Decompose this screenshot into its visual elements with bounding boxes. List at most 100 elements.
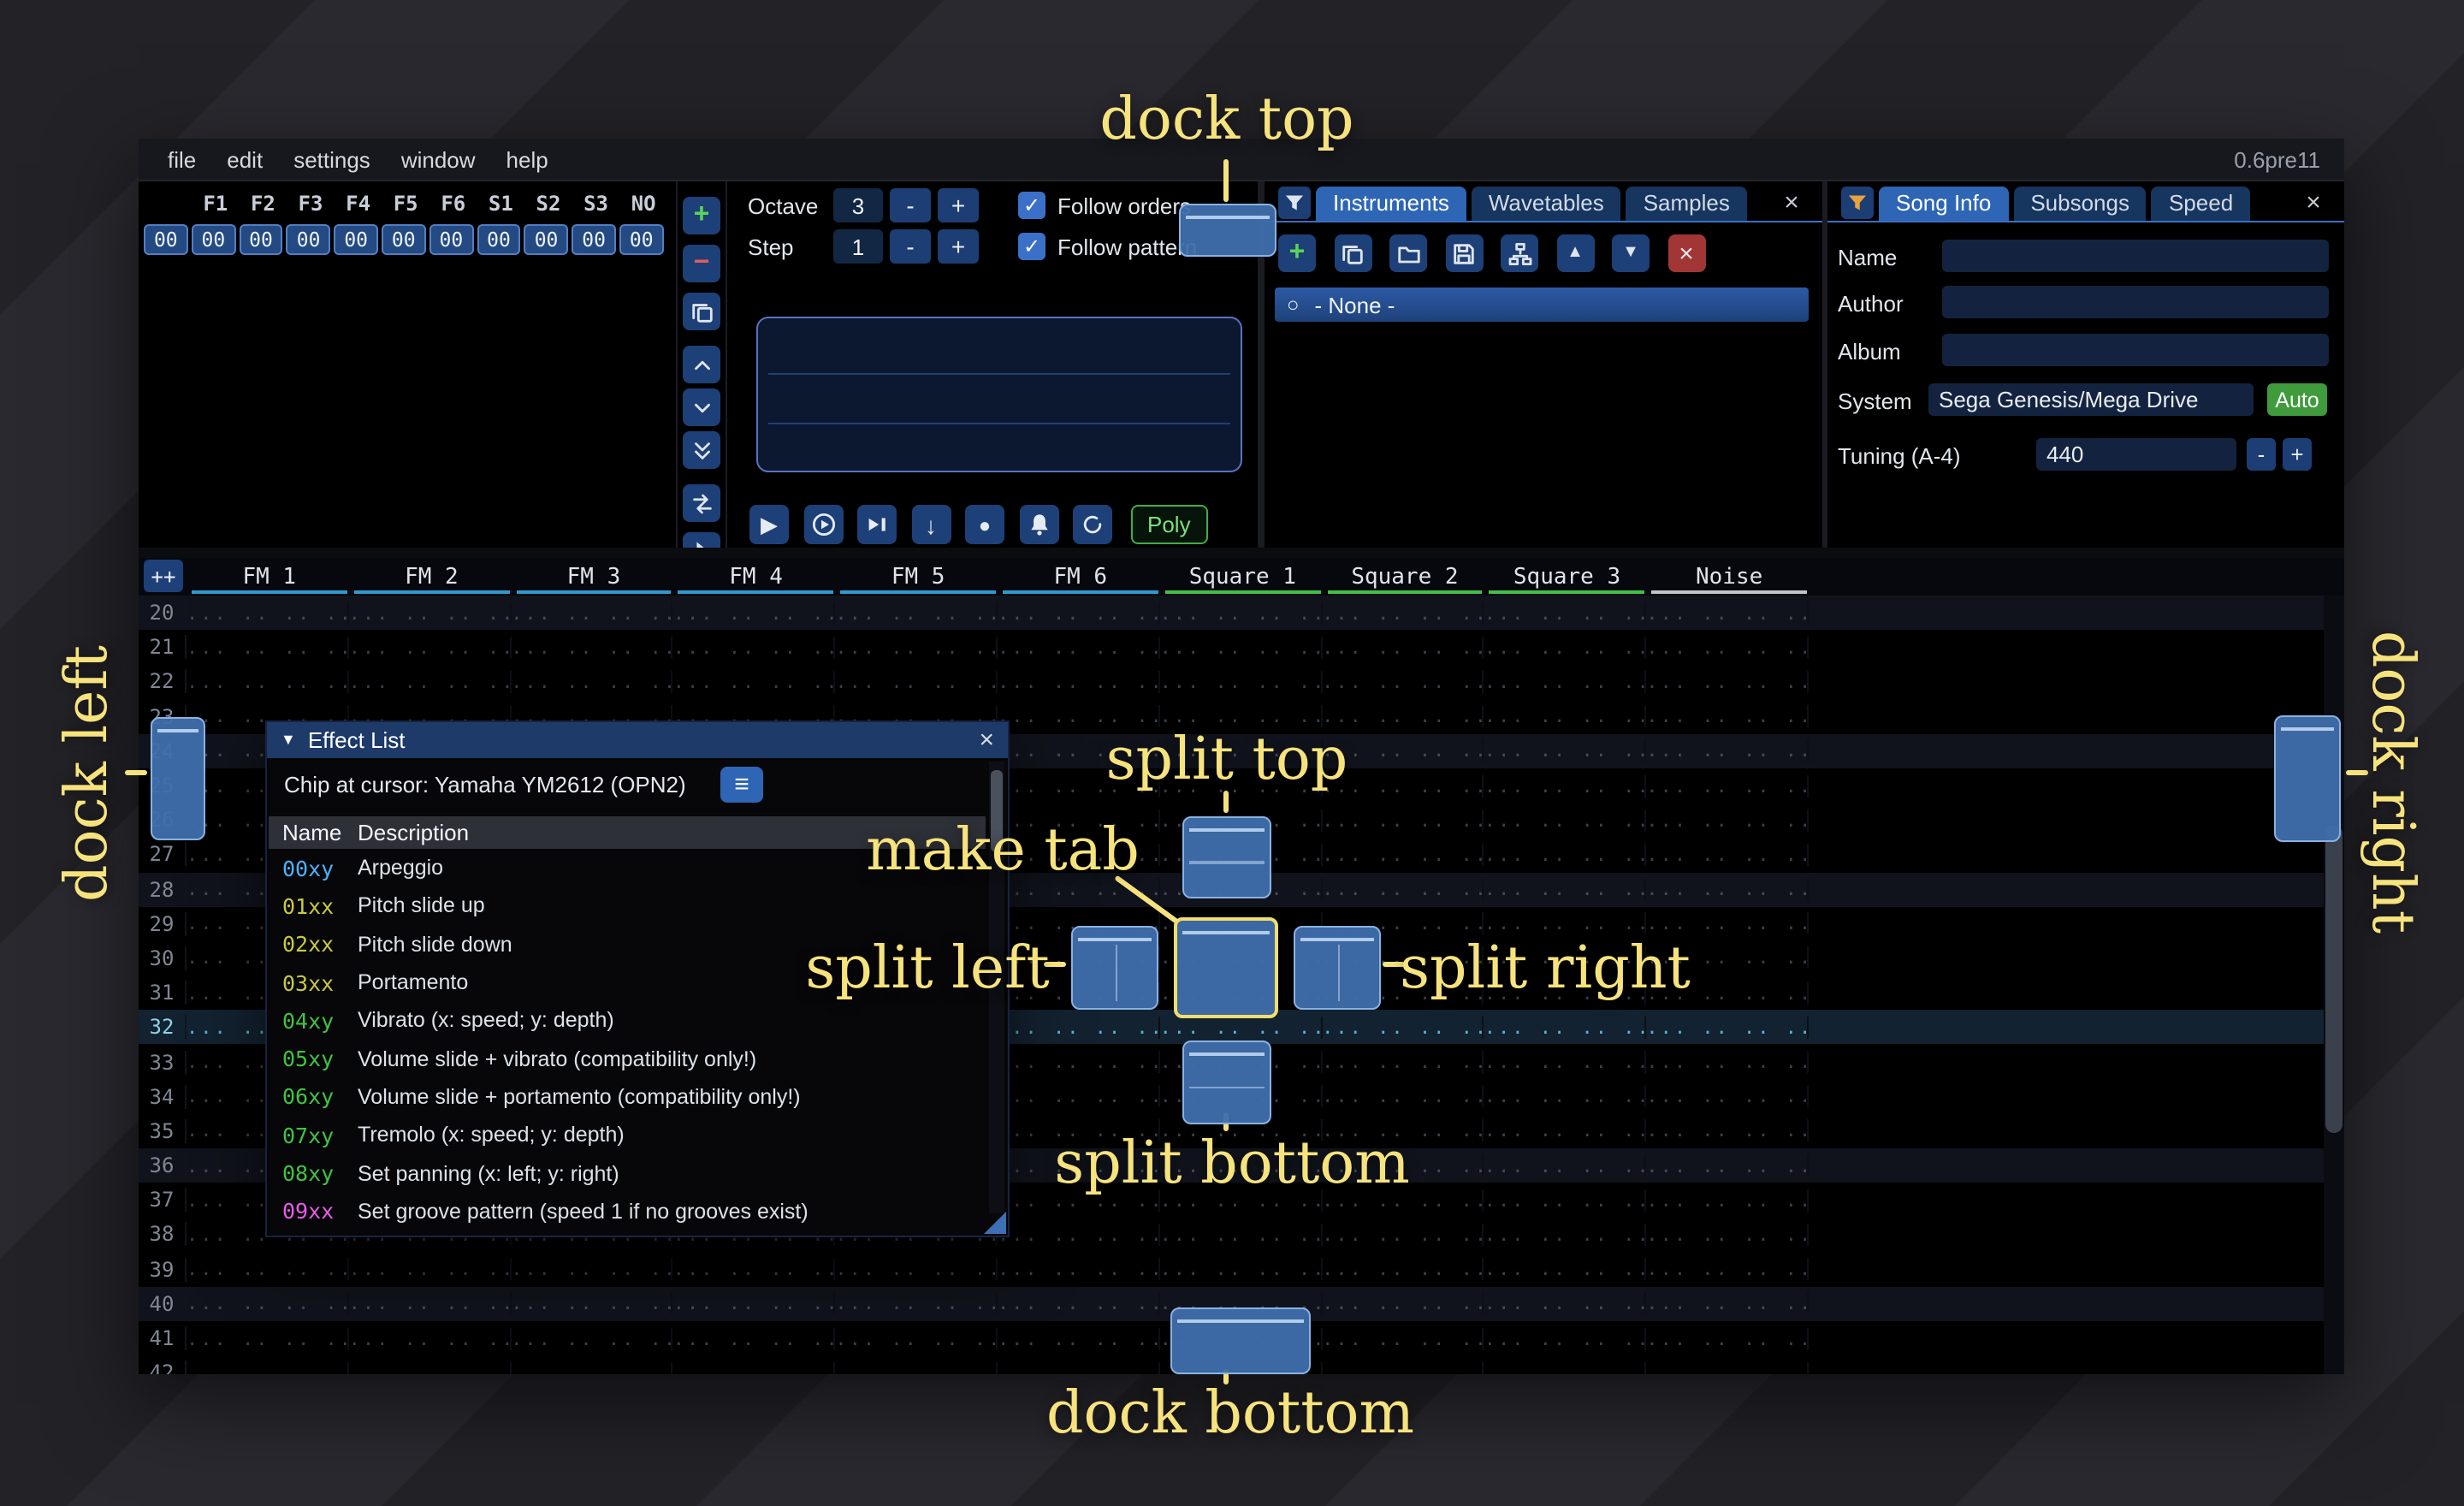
channel-header-square-3[interactable]: Square 3 <box>1486 558 1649 596</box>
pattern-cell[interactable]: ... .. .. ... <box>187 1293 349 1315</box>
pattern-cell[interactable]: ... .. .. ... <box>1646 1085 1809 1107</box>
pattern-cell[interactable]: ... .. .. ... <box>511 1361 673 1374</box>
pattern-cell[interactable]: ... .. .. ... <box>1484 1120 1647 1142</box>
poly-button[interactable]: Poly <box>1130 505 1208 544</box>
pattern-cell[interactable]: ... .. .. ... <box>1484 671 1647 693</box>
metronome-button[interactable] <box>1019 505 1058 544</box>
menu-window[interactable]: window <box>386 143 491 175</box>
play-button[interactable]: ▶ <box>749 505 789 544</box>
pattern-cell[interactable]: ... .. .. ... <box>998 602 1160 624</box>
pattern-cell[interactable]: ... .. .. ... <box>511 637 673 659</box>
instrument-list-item-none[interactable]: ○ - None - <box>1275 288 1809 322</box>
pattern-cell[interactable]: ... .. .. ... <box>835 637 998 659</box>
step-increment-button[interactable]: + <box>938 229 979 264</box>
pattern-cell[interactable]: ... .. .. ... <box>349 1293 512 1315</box>
pattern-cell[interactable]: ... .. .. ... <box>1160 1258 1323 1280</box>
duplicate-instrument-button[interactable] <box>1334 234 1371 272</box>
pattern-cell[interactable]: ... .. .. ... <box>1160 602 1323 624</box>
pattern-cell[interactable]: ... .. .. ... <box>187 671 349 693</box>
split-target-right[interactable] <box>1294 926 1381 1010</box>
order-cell[interactable]: 00 <box>619 224 664 255</box>
octave-increment-button[interactable]: + <box>938 188 979 222</box>
duplicate-order-button[interactable] <box>683 293 720 330</box>
make-tab-target[interactable] <box>1174 917 1278 1018</box>
order-edit-mode-button[interactable] <box>683 532 720 548</box>
pattern-cell[interactable]: ... .. .. ... <box>349 1327 512 1349</box>
order-cell[interactable]: 00 <box>477 224 521 255</box>
move-instrument-up-button[interactable]: ▲ <box>1556 234 1594 272</box>
pattern-cell[interactable]: ... .. .. ... <box>1646 1258 1809 1280</box>
pattern-cell[interactable]: ... .. .. ... <box>1484 1224 1647 1246</box>
pattern-cell[interactable]: ... .. .. ... <box>998 637 1160 659</box>
order-cell[interactable]: 00 <box>287 224 331 255</box>
tab-song-info[interactable]: Song Info <box>1879 186 2008 220</box>
pattern-cell[interactable]: ... .. .. ... <box>1160 705 1323 727</box>
pattern-cell[interactable]: ... .. .. ... <box>187 637 349 659</box>
channel-header-fm-5[interactable]: FM 5 <box>837 558 999 596</box>
add-order-button[interactable]: + <box>683 197 720 234</box>
step-value[interactable]: 1 <box>833 229 883 264</box>
pattern-cell[interactable]: ... .. .. ... <box>1484 740 1647 762</box>
dock-target-bottom[interactable] <box>1170 1307 1311 1374</box>
channel-header-fm-4[interactable]: FM 4 <box>675 558 838 596</box>
system-auto-button[interactable]: Auto <box>2267 383 2327 416</box>
pattern-cell[interactable]: ... .. .. ... <box>1322 878 1484 900</box>
pattern-cell[interactable]: ... .. .. ... <box>1160 637 1323 659</box>
pattern-cell[interactable]: ... .. .. ... <box>1484 809 1647 831</box>
resize-grip[interactable] <box>984 1212 1006 1234</box>
move-instrument-down-button[interactable]: ▼ <box>1612 234 1650 272</box>
pattern-cell[interactable]: ... .. .. ... <box>1484 637 1647 659</box>
menu-help[interactable]: help <box>491 143 564 175</box>
tab-speed[interactable]: Speed <box>2152 186 2250 220</box>
tuning-increment-button[interactable]: + <box>2283 438 2312 471</box>
pattern-cell[interactable]: ... .. .. ... <box>1160 671 1323 693</box>
pattern-cell[interactable]: ... .. .. ... <box>511 602 673 624</box>
pattern-cell[interactable]: ... .. .. ... <box>1484 1327 1647 1349</box>
song-panel-close-icon[interactable]: × <box>2296 186 2331 220</box>
order-cell[interactable]: 00 <box>429 224 474 255</box>
menu-settings[interactable]: settings <box>278 143 386 175</box>
follow-pattern-checkbox[interactable]: ✓ <box>1018 233 1045 260</box>
pattern-cell[interactable]: ... .. .. ... <box>998 1051 1160 1073</box>
remove-order-button[interactable]: − <box>683 245 720 282</box>
dock-target-top[interactable] <box>1179 204 1276 257</box>
pattern-cell[interactable]: ... .. .. ... <box>1646 705 1809 727</box>
pattern-cell[interactable]: ... .. .. ... <box>1484 1051 1647 1073</box>
add-instrument-button[interactable]: + <box>1278 234 1316 272</box>
order-cell[interactable]: 00 <box>239 224 283 255</box>
pattern-cell[interactable]: ... .. .. ... <box>998 1327 1160 1349</box>
channel-header-fm-2[interactable]: FM 2 <box>351 558 513 596</box>
pattern-cell[interactable]: ... .. .. ... <box>511 1258 673 1280</box>
tab-subsongs[interactable]: Subsongs <box>2013 186 2147 220</box>
pattern-cell[interactable]: ... .. .. ... <box>1484 1154 1647 1177</box>
pattern-cell[interactable]: ... .. .. ... <box>1646 913 1809 935</box>
pattern-cell[interactable]: ... .. .. ... <box>673 1293 836 1315</box>
pattern-cell[interactable]: ... .. .. ... <box>998 1224 1160 1246</box>
pattern-cell[interactable]: ... .. .. ... <box>1322 1327 1484 1349</box>
instrument-filter-icon[interactable] <box>1278 187 1311 219</box>
pattern-cell[interactable]: ... .. .. ... <box>1484 774 1647 797</box>
order-cell[interactable]: 00 <box>382 224 426 255</box>
pattern-cell[interactable]: ... .. .. ... <box>998 1361 1160 1374</box>
pattern-cell[interactable]: ... .. .. ... <box>1322 1224 1484 1246</box>
order-cell[interactable]: 00 <box>334 224 378 255</box>
pattern-cell[interactable]: ... .. .. ... <box>835 1327 998 1349</box>
pattern-cell[interactable]: ... .. .. ... <box>1646 809 1809 831</box>
channel-header-fm-1[interactable]: FM 1 <box>188 558 351 596</box>
open-instrument-button[interactable] <box>1389 234 1427 272</box>
split-target-top[interactable] <box>1182 816 1271 898</box>
dock-target-left[interactable] <box>151 717 205 840</box>
author-field[interactable] <box>1942 286 2329 318</box>
pattern-cell[interactable]: ... .. .. ... <box>1646 1293 1809 1315</box>
pattern-cell[interactable]: ... .. .. ... <box>998 1017 1160 1039</box>
pattern-cell[interactable]: ... .. .. ... <box>1322 1293 1484 1315</box>
tuning-field[interactable] <box>2036 438 2236 471</box>
channel-header-square-2[interactable]: Square 2 <box>1324 558 1486 596</box>
channel-header-noise[interactable]: Noise <box>1648 558 1810 596</box>
order-cell[interactable]: 00 <box>524 224 569 255</box>
split-target-left[interactable] <box>1071 926 1158 1010</box>
play-song-button[interactable] <box>803 505 843 544</box>
pattern-cell[interactable]: ... .. .. ... <box>673 1361 836 1374</box>
pattern-cell[interactable]: ... .. .. ... <box>187 1361 349 1374</box>
repeat-pattern-button[interactable] <box>1073 505 1112 544</box>
